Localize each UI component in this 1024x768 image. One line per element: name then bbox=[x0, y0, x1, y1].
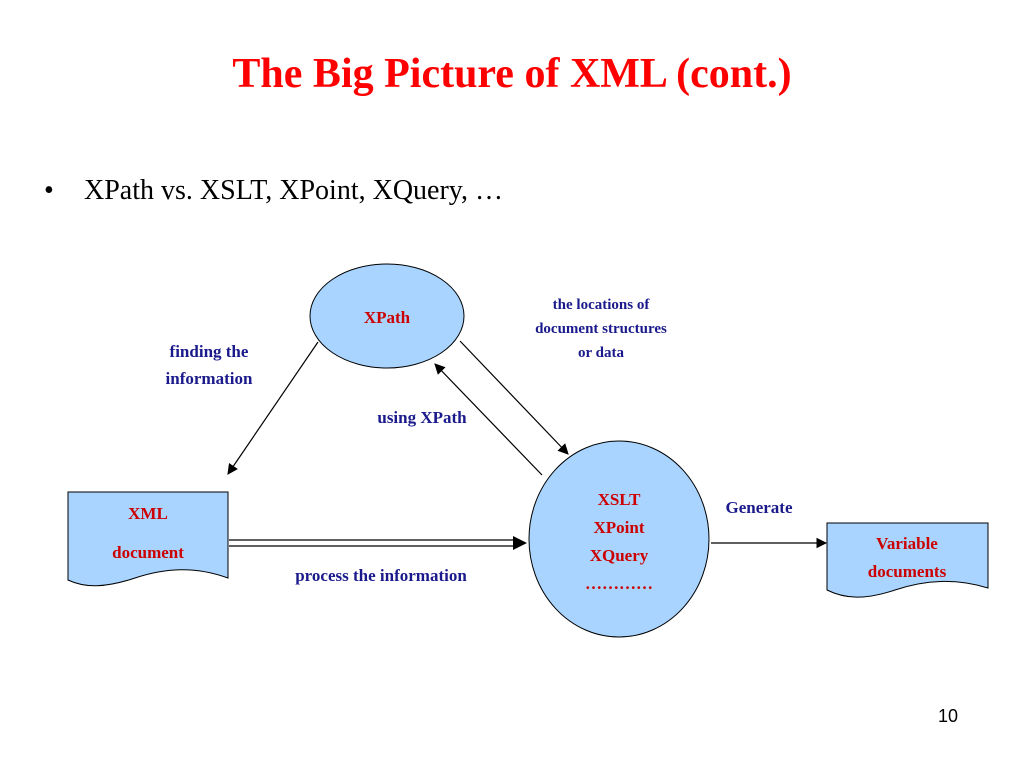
locations-label-line3: or data bbox=[578, 345, 624, 361]
finding-label-line2: information bbox=[166, 369, 253, 388]
using-xpath-label: using XPath bbox=[377, 408, 467, 427]
variable-documents-node: Variable documents bbox=[826, 522, 989, 598]
processor-xslt-label: XSLT bbox=[598, 490, 642, 509]
generate-label: Generate bbox=[725, 498, 792, 517]
bullet-icon: • bbox=[44, 175, 54, 206]
xpath-label: XPath bbox=[364, 308, 411, 327]
processors-node: XSLT XPoint XQuery ………… bbox=[528, 440, 710, 638]
locations-label-line1: the locations of bbox=[553, 297, 651, 313]
xml-document-line2: document bbox=[112, 543, 184, 562]
processor-xquery-label: XQuery bbox=[590, 546, 649, 565]
page-number: 10 bbox=[938, 706, 959, 726]
variable-documents-line2: documents bbox=[868, 562, 947, 581]
arrow-process-head bbox=[513, 536, 527, 550]
locations-label-line2: document structures bbox=[535, 321, 667, 337]
processor-xpoint-label: XPoint bbox=[594, 518, 645, 537]
xml-document-line1: XML bbox=[128, 504, 168, 523]
processor-ellipsis-label: ………… bbox=[585, 574, 653, 593]
arrow-xpath-to-processors bbox=[459, 340, 569, 455]
finding-label-line1: finding the bbox=[170, 342, 249, 361]
arrow-processors-to-xpath bbox=[434, 363, 543, 476]
variable-documents-line1: Variable bbox=[876, 534, 938, 553]
process-label: process the information bbox=[295, 566, 467, 585]
bullet-text: XPath vs. XSLT, XPoint, XQuery, … bbox=[84, 175, 503, 206]
bullet-item: • XPath vs. XSLT, XPoint, XQuery, … bbox=[44, 175, 503, 207]
slide-title: The Big Picture of XML (cont.) bbox=[232, 51, 792, 97]
xpath-node: XPath bbox=[309, 263, 465, 369]
arrow-xpath-to-xml bbox=[227, 341, 319, 475]
xml-document-node: XML document bbox=[67, 491, 229, 587]
